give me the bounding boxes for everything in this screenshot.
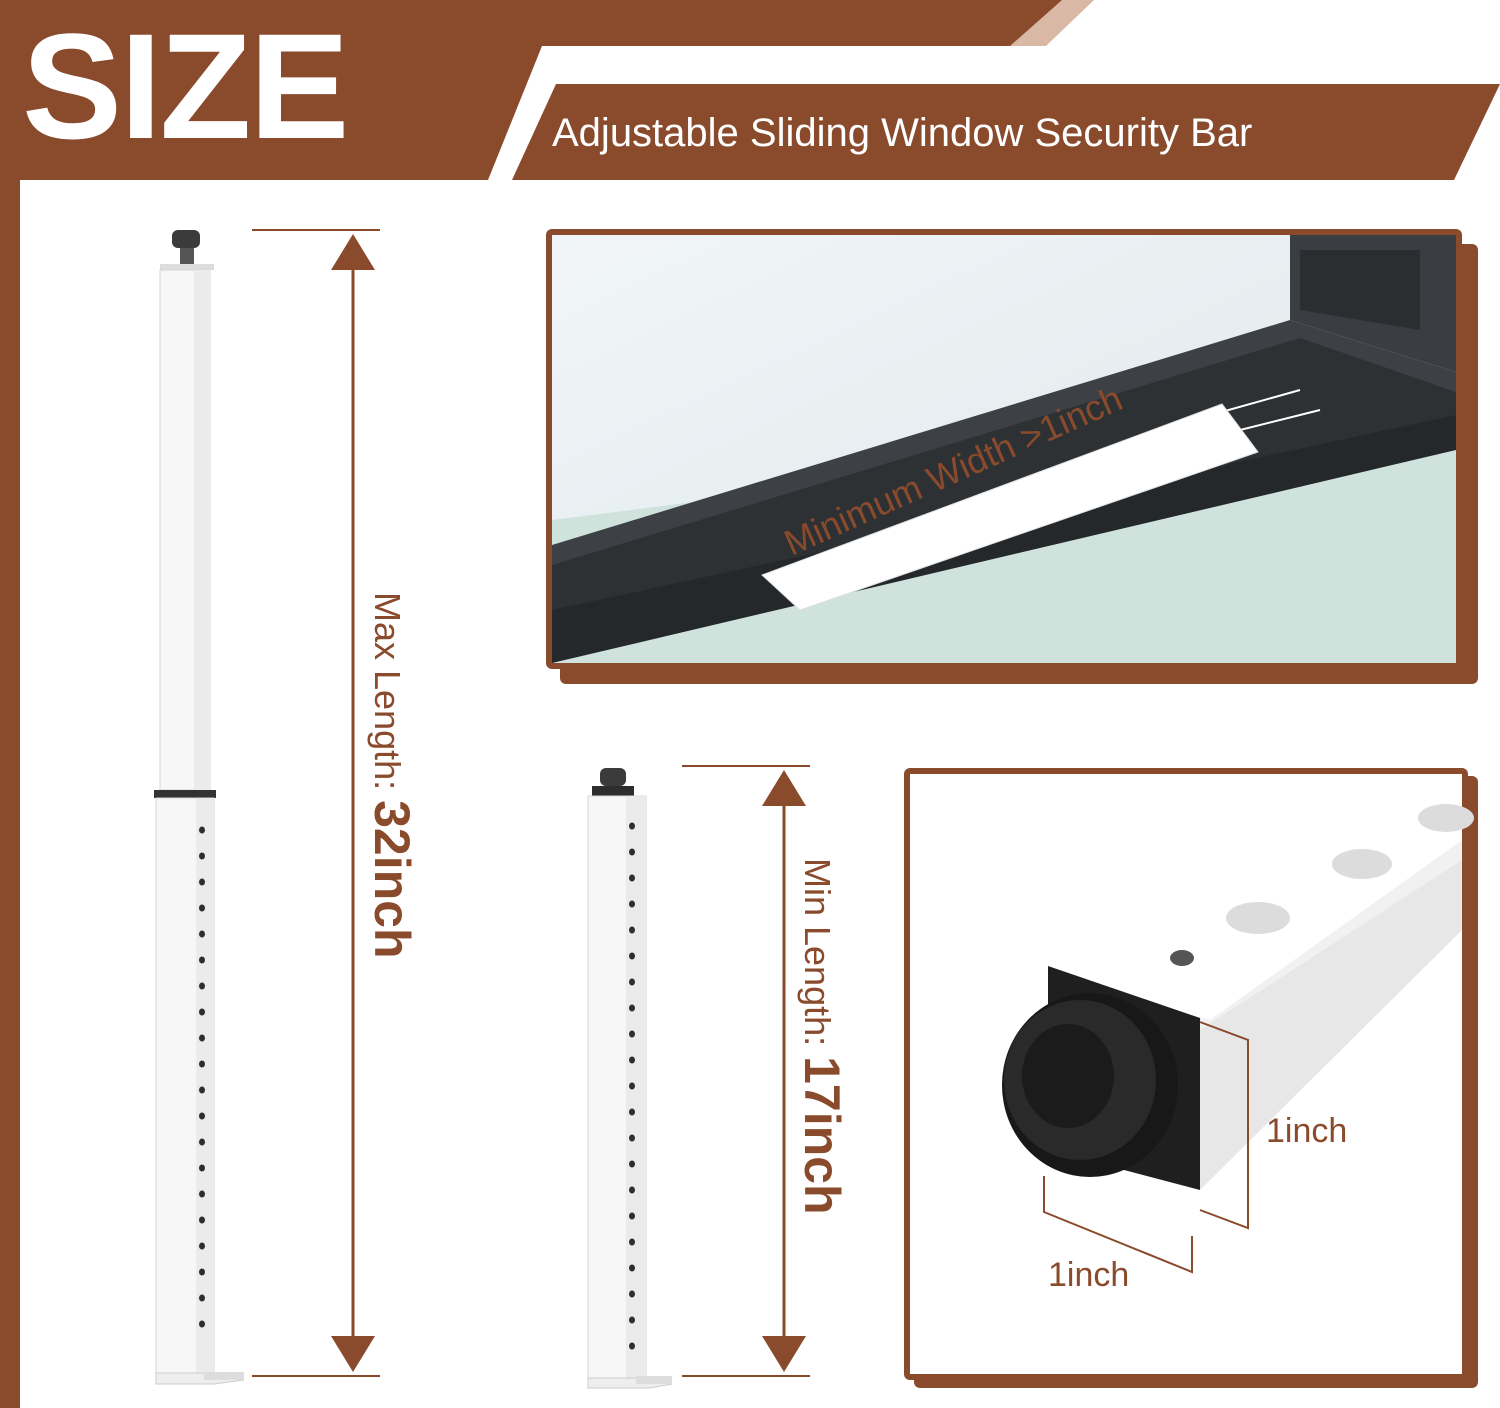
bar-hole xyxy=(199,1242,205,1250)
cap-depth-label: 1inch xyxy=(1048,1256,1130,1294)
max-length-prefix: Max Length: xyxy=(367,592,408,801)
bar-hole xyxy=(629,1082,635,1090)
bar-hole xyxy=(629,1342,635,1350)
window-photo xyxy=(552,235,1456,663)
collapsed-bar xyxy=(587,768,673,1389)
product-subtitle: Adjustable Sliding Window Security Bar xyxy=(552,111,1253,155)
extended-bar-holes xyxy=(199,826,205,1328)
bar-hole xyxy=(199,1060,205,1068)
extended-bar xyxy=(154,230,245,1385)
bar-hole xyxy=(199,1320,205,1328)
bar-hole xyxy=(199,1138,205,1146)
bar-hole xyxy=(199,1216,205,1224)
bar-hole xyxy=(199,1086,205,1094)
cap-photo xyxy=(1002,800,1474,1274)
bar-hole xyxy=(199,1112,205,1120)
bar-hole xyxy=(199,1008,205,1016)
bar-hole xyxy=(199,904,205,912)
bar-hole xyxy=(629,1186,635,1194)
bar-hole xyxy=(199,1164,205,1172)
max-length-value: 32inch xyxy=(364,800,420,959)
bar-hole xyxy=(199,852,205,860)
bar-hole xyxy=(629,1160,635,1168)
min-length-label: Min Length: 17inch xyxy=(789,858,850,1215)
bar-hole xyxy=(199,1190,205,1198)
bar-hole xyxy=(629,900,635,908)
bar-hole xyxy=(629,952,635,960)
bar-hole xyxy=(629,978,635,986)
bar-hole xyxy=(629,1056,635,1064)
bar-hole xyxy=(199,956,205,964)
bar-hole xyxy=(629,1212,635,1220)
bar-hole xyxy=(629,1108,635,1116)
bar-hole xyxy=(199,826,205,834)
bar-hole xyxy=(199,982,205,990)
bar-hole xyxy=(199,1034,205,1042)
bar-hole xyxy=(199,1268,205,1276)
bar-hole xyxy=(629,822,635,830)
bar-hole xyxy=(629,1290,635,1298)
bar-hole xyxy=(199,930,205,938)
width-tag-shape xyxy=(761,403,1259,611)
bar-hole xyxy=(629,1030,635,1038)
cap-width-label: 1inch xyxy=(1266,1112,1348,1150)
bar-hole xyxy=(629,1316,635,1324)
bar-hole xyxy=(629,1134,635,1142)
max-length-label: Max Length: 32inch xyxy=(359,592,420,959)
bar-hole xyxy=(199,878,205,886)
bar-hole xyxy=(629,848,635,856)
header-band xyxy=(0,0,1062,180)
page-title: SIZE xyxy=(22,2,349,170)
subtitle-banner xyxy=(512,84,1500,180)
min-length-value: 17inch xyxy=(794,1056,850,1215)
bar-hole xyxy=(629,1004,635,1012)
bar-hole xyxy=(199,1294,205,1302)
min-length-prefix: Min Length: xyxy=(797,858,838,1057)
bar-hole xyxy=(629,1264,635,1272)
bar-hole xyxy=(629,926,635,934)
left-border xyxy=(0,175,20,1408)
bar-hole xyxy=(629,1238,635,1246)
bar-hole xyxy=(629,874,635,882)
collapsed-bar-holes xyxy=(629,822,635,1350)
